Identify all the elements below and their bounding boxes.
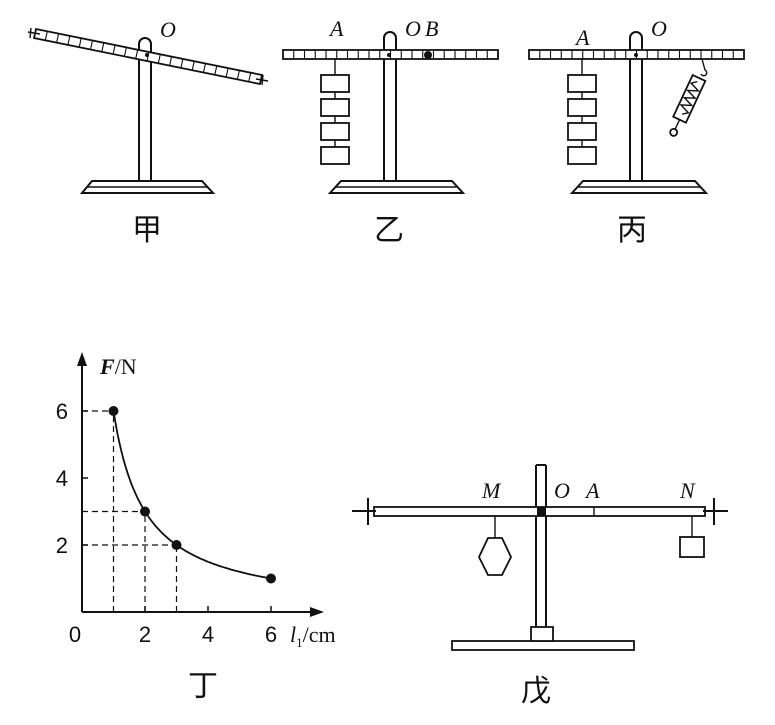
- ding-graph: 2 4 6 2 4 6 0 F/N l1/cm: [56, 352, 336, 650]
- bing-hanging-weights: [567, 59, 597, 165]
- bing-lever: [528, 49, 745, 60]
- ruler-tick: [191, 61, 195, 71]
- y-axis-arrow: [77, 352, 87, 366]
- yi-lever: [282, 49, 499, 60]
- jia-tilted-lever: [27, 27, 269, 86]
- ruler-tick: [101, 42, 105, 52]
- wu-weight-m: [477, 516, 513, 576]
- yi-label-o: O: [405, 16, 421, 41]
- yi-pivot-dot: [387, 53, 391, 57]
- x-tick-label: 4: [202, 622, 214, 647]
- x-axis-arrow: [310, 607, 324, 617]
- yi-hanging-weights: [320, 59, 350, 165]
- data-point: [266, 573, 276, 584]
- bing-pivot-dot: [634, 53, 638, 57]
- jia-caption: 甲: [132, 213, 162, 248]
- y-tick-label: 6: [56, 399, 68, 424]
- yi-label-b: B: [425, 16, 438, 41]
- wu-label-n: N: [679, 478, 696, 503]
- ruler-tick: [123, 47, 127, 57]
- ruler-tick: [78, 38, 82, 48]
- data-point: [171, 540, 182, 550]
- x-tick-label: 2: [139, 622, 151, 647]
- wu-label-a: A: [584, 478, 600, 503]
- ruler-tick: [169, 56, 173, 66]
- series-curve: [112, 410, 272, 580]
- ruler-tick: [225, 67, 229, 78]
- jia-pivot-label: O: [160, 17, 176, 42]
- bing-caption: 丙: [617, 213, 647, 248]
- wu-caption: 戊: [521, 674, 551, 709]
- ruler-tick: [202, 63, 207, 73]
- wu-label-o: O: [554, 478, 570, 503]
- figure-bing: A O 丙: [528, 16, 745, 248]
- bing-spring-scale: [669, 58, 708, 137]
- ruler-tick: [56, 33, 60, 43]
- wu-label-m: M: [481, 478, 502, 503]
- jia-pivot-dot: [145, 53, 149, 57]
- ruler-tick: [157, 54, 161, 64]
- yi-label-a: A: [328, 16, 344, 41]
- wu-pivot: [537, 507, 546, 516]
- wu-stand: [451, 464, 635, 651]
- figure-ding: 2 4 6 2 4 6 0 F/N l1/cm 丁: [56, 352, 336, 704]
- y-tick-label: 2: [56, 533, 68, 558]
- wu-weight-n: [679, 516, 705, 558]
- data-point: [140, 506, 150, 517]
- yi-point-b-dot: [424, 51, 432, 59]
- bing-label-a: A: [574, 25, 590, 50]
- ruler-tick: [89, 40, 94, 50]
- jia-stand: [79, 37, 216, 194]
- x-axis-label: l1/cm: [290, 622, 336, 650]
- ruler-tick: [67, 35, 71, 46]
- data-point: [108, 406, 119, 416]
- ruler-tick: [135, 49, 139, 59]
- ruler-tick: [214, 65, 218, 75]
- yi-caption: 乙: [374, 213, 404, 248]
- yi-stand: [327, 31, 466, 194]
- ruler-tick: [236, 70, 240, 80]
- ruler-tick: [112, 44, 116, 55]
- wu-lever: [352, 498, 728, 525]
- ruler-tick: [44, 31, 48, 41]
- y-axis-label: F/N: [99, 354, 137, 379]
- ding-caption: 丁: [188, 669, 218, 704]
- bing-stand: [569, 31, 709, 194]
- figure-yi: A O B 乙: [282, 16, 499, 248]
- x-tick-label: 6: [265, 622, 277, 647]
- ruler-tick: [180, 58, 184, 69]
- bing-label-o: O: [651, 16, 667, 41]
- origin-label: 0: [69, 622, 81, 647]
- ruler-tick: [248, 72, 252, 82]
- y-tick-label: 4: [56, 466, 68, 491]
- figure-jia: O 甲: [27, 17, 269, 248]
- figure-wu: M O A N 戊: [352, 464, 728, 709]
